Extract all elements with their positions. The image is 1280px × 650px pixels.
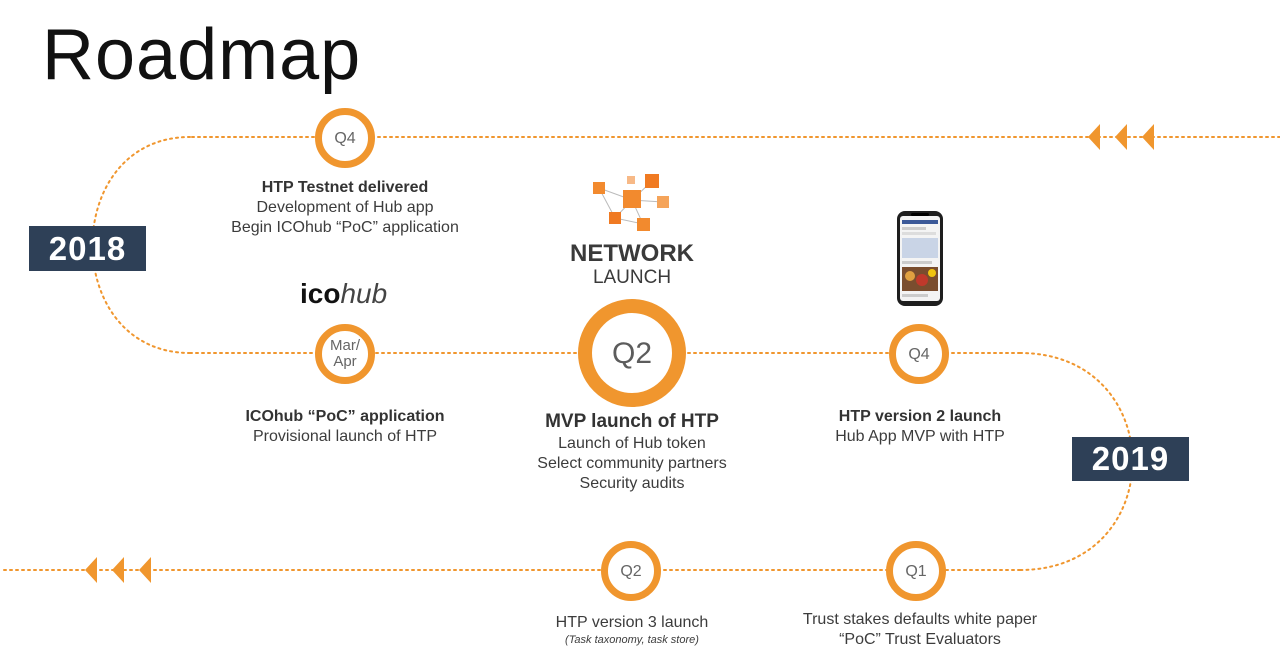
icohub-logo: icohub bbox=[300, 278, 388, 309]
milestone-label: HTP version 2 launch Hub App MVP with HT… bbox=[835, 408, 1005, 445]
page-title: Roadmap bbox=[42, 15, 362, 95]
smartphone-icon bbox=[897, 211, 943, 306]
milestone-label: HTP version 3 launch (Task taxonomy, tas… bbox=[555, 614, 709, 646]
quarter-label: Q1 bbox=[905, 562, 927, 580]
arrow-left-icon bbox=[139, 557, 151, 583]
arrow-left-icon bbox=[85, 557, 97, 583]
milestone-label: ICOhub “PoC” application Provisional lau… bbox=[245, 408, 445, 445]
milestone-label: HTP Testnet delivered Development of Hub… bbox=[231, 179, 459, 236]
quarter-label: Q4 bbox=[908, 345, 930, 363]
arrow-left-icon bbox=[112, 557, 124, 583]
network-cubes-icon bbox=[593, 174, 669, 231]
quarter-label: Q2 bbox=[611, 336, 653, 370]
arrow-left-icon bbox=[1142, 124, 1154, 150]
milestone-node: Q4 bbox=[315, 108, 375, 168]
arrow-left-icon bbox=[1088, 124, 1100, 150]
milestone-label: MVP launch of HTP Launch of Hub token Se… bbox=[537, 411, 727, 492]
quarter-label: Q4 bbox=[334, 129, 356, 147]
quarter-label: Mar/Apr bbox=[330, 337, 360, 370]
year-badge-2019: 2019 bbox=[1072, 437, 1189, 481]
milestone-node: Q2 bbox=[601, 541, 661, 601]
arrow-left-icon bbox=[1115, 124, 1127, 150]
milestone-node: Q1 bbox=[886, 541, 946, 601]
quarter-label: Q2 bbox=[620, 562, 642, 580]
milestone-label: Trust stakes defaults white paper “PoC” … bbox=[802, 611, 1038, 648]
milestone-node: Q4 bbox=[889, 324, 949, 384]
network-launch-label: NETWORK LAUNCH bbox=[570, 240, 694, 288]
milestone-node-major: Q2 bbox=[578, 299, 686, 407]
milestone-node: Mar/Apr bbox=[315, 324, 375, 384]
year-badge-2018: 2018 bbox=[29, 226, 146, 271]
